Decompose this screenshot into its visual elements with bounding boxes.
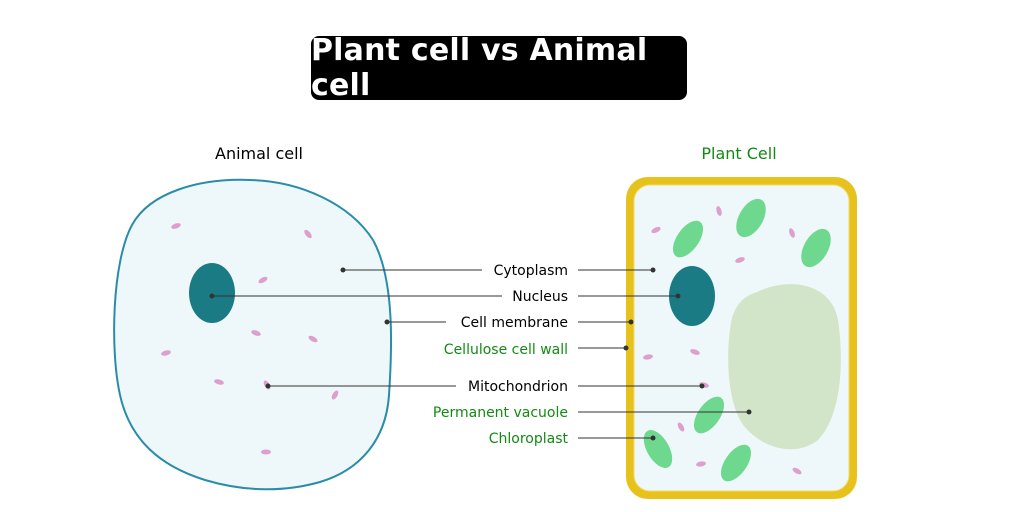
- plant-nucleus: [669, 266, 715, 326]
- leader-dot: [699, 383, 705, 389]
- mitochondrion: [304, 229, 312, 239]
- mitochondrion: [214, 379, 224, 385]
- label-chloroplast: Chloroplast: [489, 431, 656, 447]
- page-title: Plant cell vs Animal cell: [311, 33, 648, 103]
- label-text: Permanent vacuole: [433, 405, 568, 421]
- chloroplast: [643, 430, 673, 468]
- mitochondrion: [643, 354, 653, 360]
- leader-dot: [628, 319, 634, 325]
- label-text: Cellulose cell wall: [444, 342, 568, 358]
- mitochondrion: [308, 335, 318, 343]
- leader-dot: [623, 345, 629, 351]
- leader-dot: [265, 383, 271, 389]
- label-cell-membrane: Cell membrane: [384, 315, 634, 331]
- chloroplast: [720, 444, 752, 482]
- animal-nucleus: [189, 263, 235, 323]
- mitochondrion: [331, 390, 339, 400]
- label-text: Nucleus: [512, 289, 568, 305]
- leader-dot: [746, 409, 752, 415]
- label-text: Cytoplasm: [494, 263, 568, 279]
- label-permanent-vacuole: Permanent vacuole: [433, 405, 752, 421]
- mitochondrion: [792, 467, 802, 475]
- mitochondrion: [677, 422, 685, 432]
- leader-dot: [209, 293, 215, 299]
- leader-dot: [650, 435, 656, 441]
- chloroplast: [672, 220, 704, 258]
- label-cellulose-cell-wall: Cellulose cell wall: [444, 342, 629, 358]
- title-banner: Plant cell vs Animal cell: [311, 33, 687, 103]
- label-nucleus: Nucleus: [209, 289, 681, 305]
- animal-cell-membrane: [113, 178, 393, 491]
- mitochondrion: [258, 276, 268, 284]
- mitochondrion: [716, 206, 722, 216]
- mitochondrion: [161, 350, 171, 356]
- animal-cell: [113, 178, 393, 491]
- chloroplast: [801, 228, 831, 268]
- mitochondrion: [651, 226, 661, 234]
- leader-dot: [675, 293, 681, 299]
- permanent-vacuole: [728, 284, 841, 450]
- plant-cell-heading: Plant Cell: [701, 144, 776, 163]
- mitochondrion: [735, 257, 745, 263]
- mitochondrion: [690, 349, 700, 355]
- plant-mitochondria: [643, 206, 802, 475]
- animal-cell-heading: Animal cell: [215, 144, 303, 163]
- mitochondrion: [696, 461, 706, 467]
- label-mitochondrion: Mitochondrion: [265, 379, 705, 395]
- leader-dot: [340, 267, 346, 273]
- label-text: Cell membrane: [461, 315, 568, 331]
- chloroplast: [736, 198, 766, 238]
- animal-mitochondria: [161, 223, 339, 455]
- label-text: Mitochondrion: [468, 379, 568, 395]
- label-text: Chloroplast: [489, 431, 569, 447]
- labels: Cytoplasm Nucleus Cell membrane Cellulos…: [209, 263, 752, 447]
- mitochondrion: [171, 223, 181, 229]
- label-cytoplasm: Cytoplasm: [340, 263, 656, 279]
- leader-dot: [650, 267, 656, 273]
- leader-dot: [384, 319, 390, 325]
- mitochondrion: [261, 449, 271, 455]
- mitochondrion: [251, 330, 261, 336]
- plant-cell: [626, 177, 857, 499]
- chloroplast: [693, 396, 725, 434]
- chloroplasts: [643, 198, 831, 482]
- mitochondrion: [789, 228, 795, 238]
